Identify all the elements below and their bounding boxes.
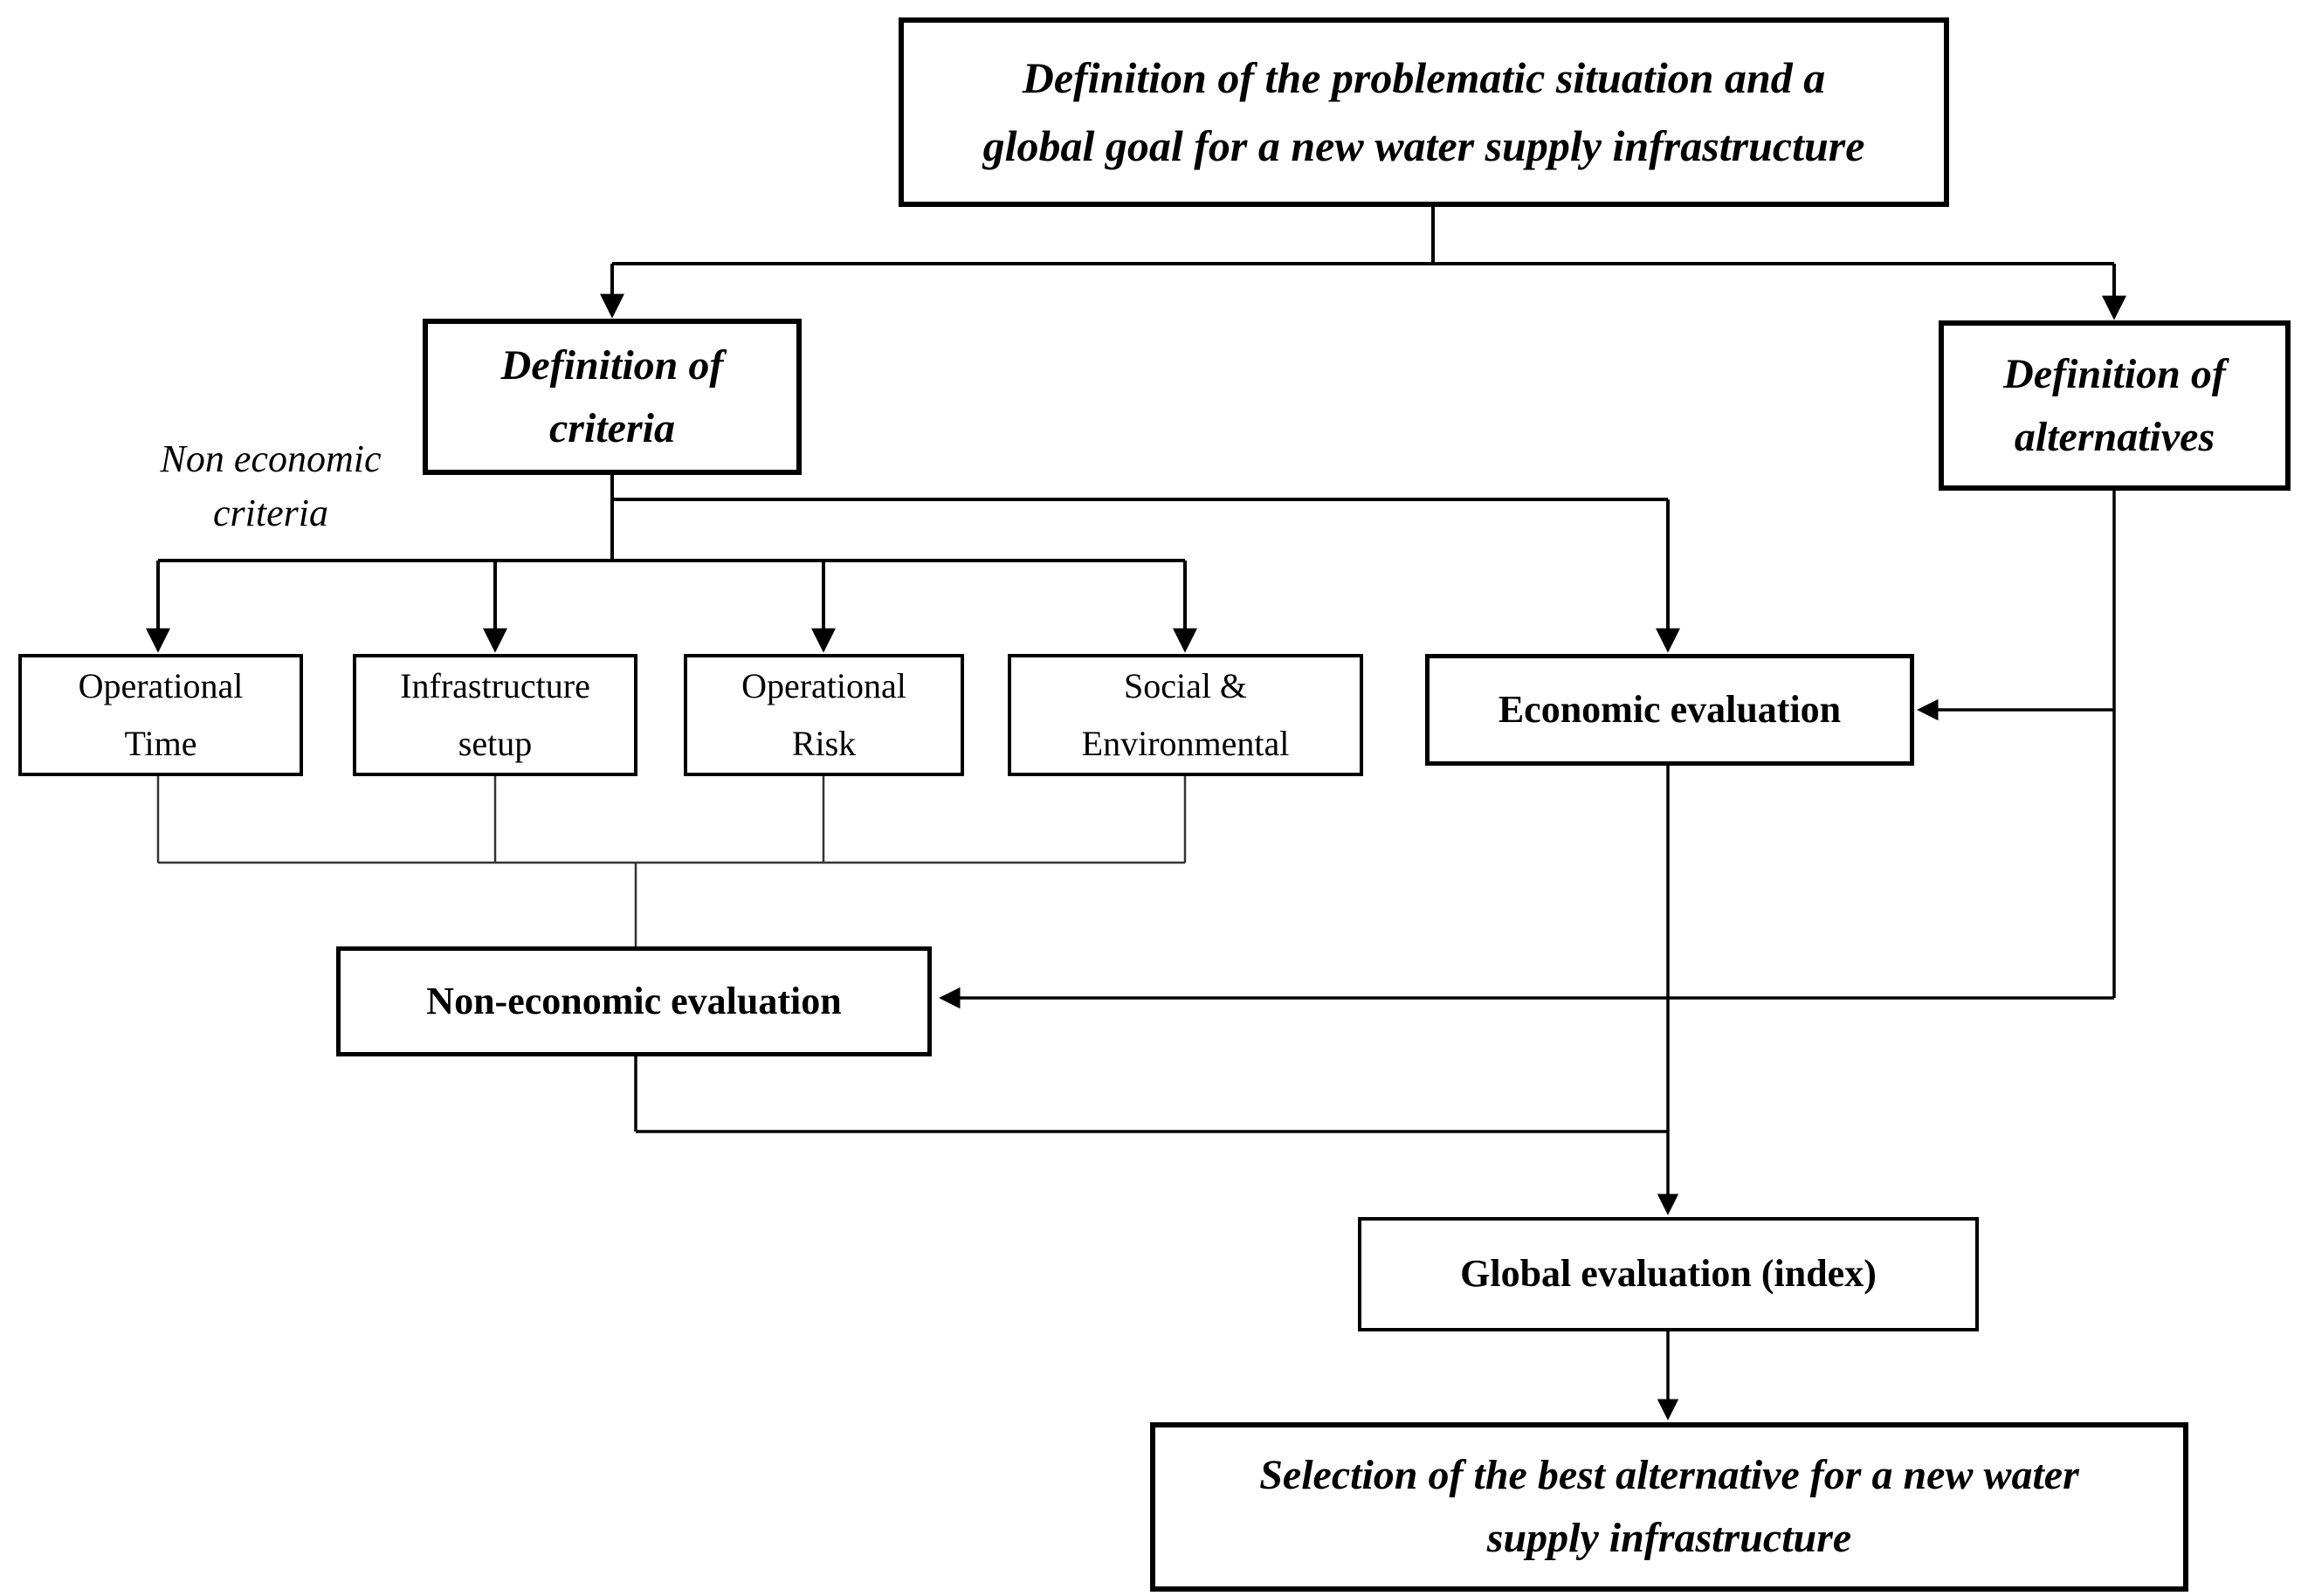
social-environmental-line1: Social & (1123, 666, 1248, 705)
node-operational-risk: Operational Risk (684, 654, 964, 776)
selection-line1: Selection of the best alternative for a … (1259, 1452, 2079, 1498)
problem-definition-line1: Definition of the problematic situation … (1022, 53, 1826, 102)
operational-risk-line2: Risk (791, 724, 857, 763)
infrastructure-setup-line1: Infrastructure (400, 666, 590, 705)
definition-of-alternatives-line1: Definition of (2003, 350, 2226, 397)
global-evaluation-label: Global evaluation (index) (1460, 1252, 1877, 1296)
arrow-criteria-to-subcriteria (146, 559, 1197, 653)
non-economic-criteria-line2: criteria (213, 491, 328, 534)
node-definition-of-criteria: Definition of criteria (423, 319, 802, 475)
social-environmental-line2: Environmental (1081, 724, 1290, 763)
non-economic-criteria-line1: Non economic (160, 437, 382, 480)
node-selection-best-alternative: Selection of the best alternative for a … (1150, 1422, 2188, 1592)
node-social-environmental: Social & Environmental (1008, 654, 1363, 776)
node-definition-of-alternatives: Definition of alternatives (1939, 320, 2291, 491)
problem-definition-line2: global goal for a new water supply infra… (982, 120, 1865, 170)
node-problem-definition: Definition of the problematic situation … (899, 17, 1949, 207)
operational-time-line1: Operational (78, 666, 244, 705)
arrow-evaluations-to-global (634, 766, 1679, 1215)
node-economic-evaluation: Economic evaluation (1425, 654, 1914, 766)
definition-of-criteria-line1: Definition of (500, 341, 724, 389)
operational-risk-line1: Operational (741, 666, 906, 705)
node-infrastructure-setup: Infrastructure setup (353, 654, 637, 776)
selection-line2: supply infrastructure (1486, 1515, 1852, 1561)
operational-time-line2: Time (124, 724, 197, 763)
definition-of-criteria-line2: criteria (549, 404, 675, 451)
non-economic-criteria-label: Non economic criteria (122, 432, 419, 540)
infrastructure-setup-line2: setup (458, 724, 533, 763)
arrow-criteria-to-economic-evaluation (610, 475, 1680, 653)
arrow-alternatives-to-evaluations (939, 491, 2116, 1009)
node-non-economic-evaluation: Non-economic evaluation (336, 946, 932, 1056)
line-subcriteria-to-non-economic-evaluation (156, 776, 1187, 946)
definition-of-alternatives-line2: alternatives (2014, 413, 2215, 460)
economic-evaluation-label: Economic evaluation (1498, 687, 1842, 731)
arrow-problem-to-criteria-and-alternatives (600, 207, 2126, 320)
node-global-evaluation: Global evaluation (index) (1358, 1217, 1979, 1331)
node-operational-time: Operational Time (18, 654, 303, 776)
non-economic-evaluation-label: Non-economic evaluation (426, 979, 842, 1022)
